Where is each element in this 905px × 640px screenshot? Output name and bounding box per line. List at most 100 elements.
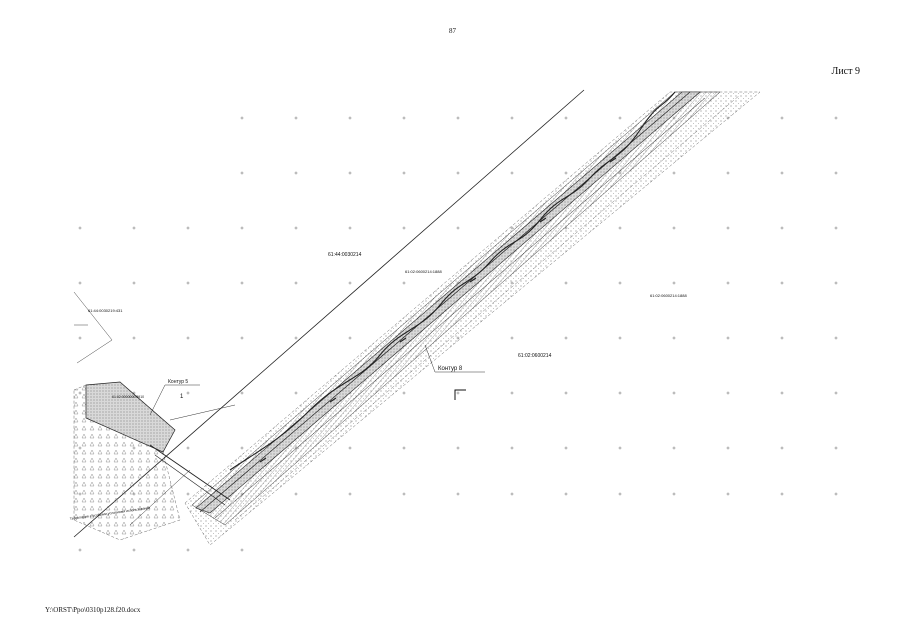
grid-cross bbox=[564, 336, 568, 340]
grid-cross bbox=[564, 492, 568, 496]
grid-cross bbox=[726, 446, 730, 450]
grid-cross bbox=[78, 226, 82, 230]
grid-cross bbox=[294, 116, 298, 120]
grid-cross bbox=[348, 171, 352, 175]
contour-5-leader bbox=[149, 384, 166, 416]
grid-cross bbox=[402, 446, 406, 450]
cross-road-2 bbox=[154, 454, 226, 506]
grid-cross bbox=[672, 446, 676, 450]
grid-cross bbox=[402, 391, 406, 395]
grid-cross bbox=[402, 492, 406, 496]
grid-cross bbox=[726, 171, 730, 175]
grid-cross bbox=[834, 171, 838, 175]
cross-road-3 bbox=[169, 404, 236, 421]
note-leader bbox=[129, 469, 191, 526]
grid-cross bbox=[780, 281, 784, 285]
grid-cross bbox=[726, 336, 730, 340]
grid-cross bbox=[186, 336, 190, 340]
grid-cross bbox=[240, 226, 244, 230]
left-dotted-area bbox=[73, 384, 181, 541]
footer-path: Y:\ORST\Ppo\0310p128.f20.docx bbox=[45, 606, 141, 614]
grid-cross bbox=[456, 226, 460, 230]
grid-cross bbox=[132, 226, 136, 230]
grid-cross bbox=[564, 116, 568, 120]
grid-cross bbox=[510, 171, 514, 175]
grid-cross bbox=[726, 281, 730, 285]
grid-cross bbox=[294, 171, 298, 175]
grid-cross bbox=[510, 116, 514, 120]
grid-cross bbox=[618, 336, 622, 340]
grid-cross bbox=[510, 391, 514, 395]
left-parcel-boundary bbox=[73, 291, 113, 364]
grid-cross bbox=[834, 492, 838, 496]
grid-cross bbox=[672, 171, 676, 175]
grid-cross bbox=[348, 336, 352, 340]
grid-cross bbox=[78, 336, 82, 340]
grid-cross bbox=[240, 336, 244, 340]
grid-cross bbox=[510, 446, 514, 450]
grid-cross bbox=[780, 171, 784, 175]
grid-cross bbox=[240, 391, 244, 395]
grid-cross bbox=[780, 336, 784, 340]
grid-cross bbox=[348, 492, 352, 496]
grid-cross bbox=[294, 281, 298, 285]
sheet-label: Лист 9 bbox=[831, 66, 860, 77]
grid-cross bbox=[726, 391, 730, 395]
grid-cross bbox=[294, 391, 298, 395]
grid-cross bbox=[456, 171, 460, 175]
grid-cross bbox=[240, 116, 244, 120]
page-number: 87 bbox=[449, 27, 456, 35]
grid-cross bbox=[240, 446, 244, 450]
grid-cross bbox=[672, 281, 676, 285]
grid-cross bbox=[348, 446, 352, 450]
grid-cross bbox=[402, 116, 406, 120]
grid-cross bbox=[510, 492, 514, 496]
grid-cross bbox=[402, 226, 406, 230]
grid-cross bbox=[834, 116, 838, 120]
grid-cross bbox=[186, 446, 190, 450]
grid-cross bbox=[348, 116, 352, 120]
corridor-line-1 bbox=[199, 91, 691, 513]
grid-cross bbox=[564, 446, 568, 450]
grid-cross bbox=[672, 391, 676, 395]
grid-cross bbox=[240, 281, 244, 285]
grid-cross bbox=[456, 116, 460, 120]
grid-cross bbox=[834, 336, 838, 340]
grid-cross bbox=[834, 226, 838, 230]
grid-cross bbox=[186, 492, 190, 496]
grid-cross bbox=[780, 116, 784, 120]
label-contour-8: Контур 8 bbox=[438, 366, 463, 372]
label-small-parcel: 61:02:0000000:5910 bbox=[112, 395, 144, 399]
grid-cross bbox=[672, 492, 676, 496]
grid-cross bbox=[618, 281, 622, 285]
grid-cross bbox=[78, 281, 82, 285]
contour-8-leader bbox=[424, 344, 436, 373]
label-contour-5-num: 1 bbox=[180, 394, 184, 400]
grid-cross bbox=[726, 492, 730, 496]
grid-cross bbox=[726, 226, 730, 230]
grid-cross bbox=[672, 336, 676, 340]
grid-cross bbox=[618, 492, 622, 496]
grid-cross bbox=[186, 281, 190, 285]
label-parcel-top-right: 61:02:0600214:1888 bbox=[650, 293, 687, 298]
grid-cross bbox=[780, 391, 784, 395]
grid-cross bbox=[132, 281, 136, 285]
grid-cross bbox=[456, 446, 460, 450]
grid-cross bbox=[618, 391, 622, 395]
grid-cross bbox=[834, 446, 838, 450]
grid-cross bbox=[240, 171, 244, 175]
grid-cross bbox=[294, 492, 298, 496]
label-parcel-right: 61:02:0600214 bbox=[518, 353, 552, 359]
grid-cross bbox=[564, 281, 568, 285]
grid-cross bbox=[564, 391, 568, 395]
grid-cross bbox=[186, 391, 190, 395]
label-parcel-left: 61:44:0030219:431 bbox=[88, 308, 123, 313]
grid-cross bbox=[618, 446, 622, 450]
grid-cross bbox=[780, 492, 784, 496]
grid-cross bbox=[510, 336, 514, 340]
corridor-road-strip bbox=[195, 91, 701, 514]
corridor-line-3 bbox=[234, 94, 741, 521]
corner-mark bbox=[454, 389, 466, 400]
